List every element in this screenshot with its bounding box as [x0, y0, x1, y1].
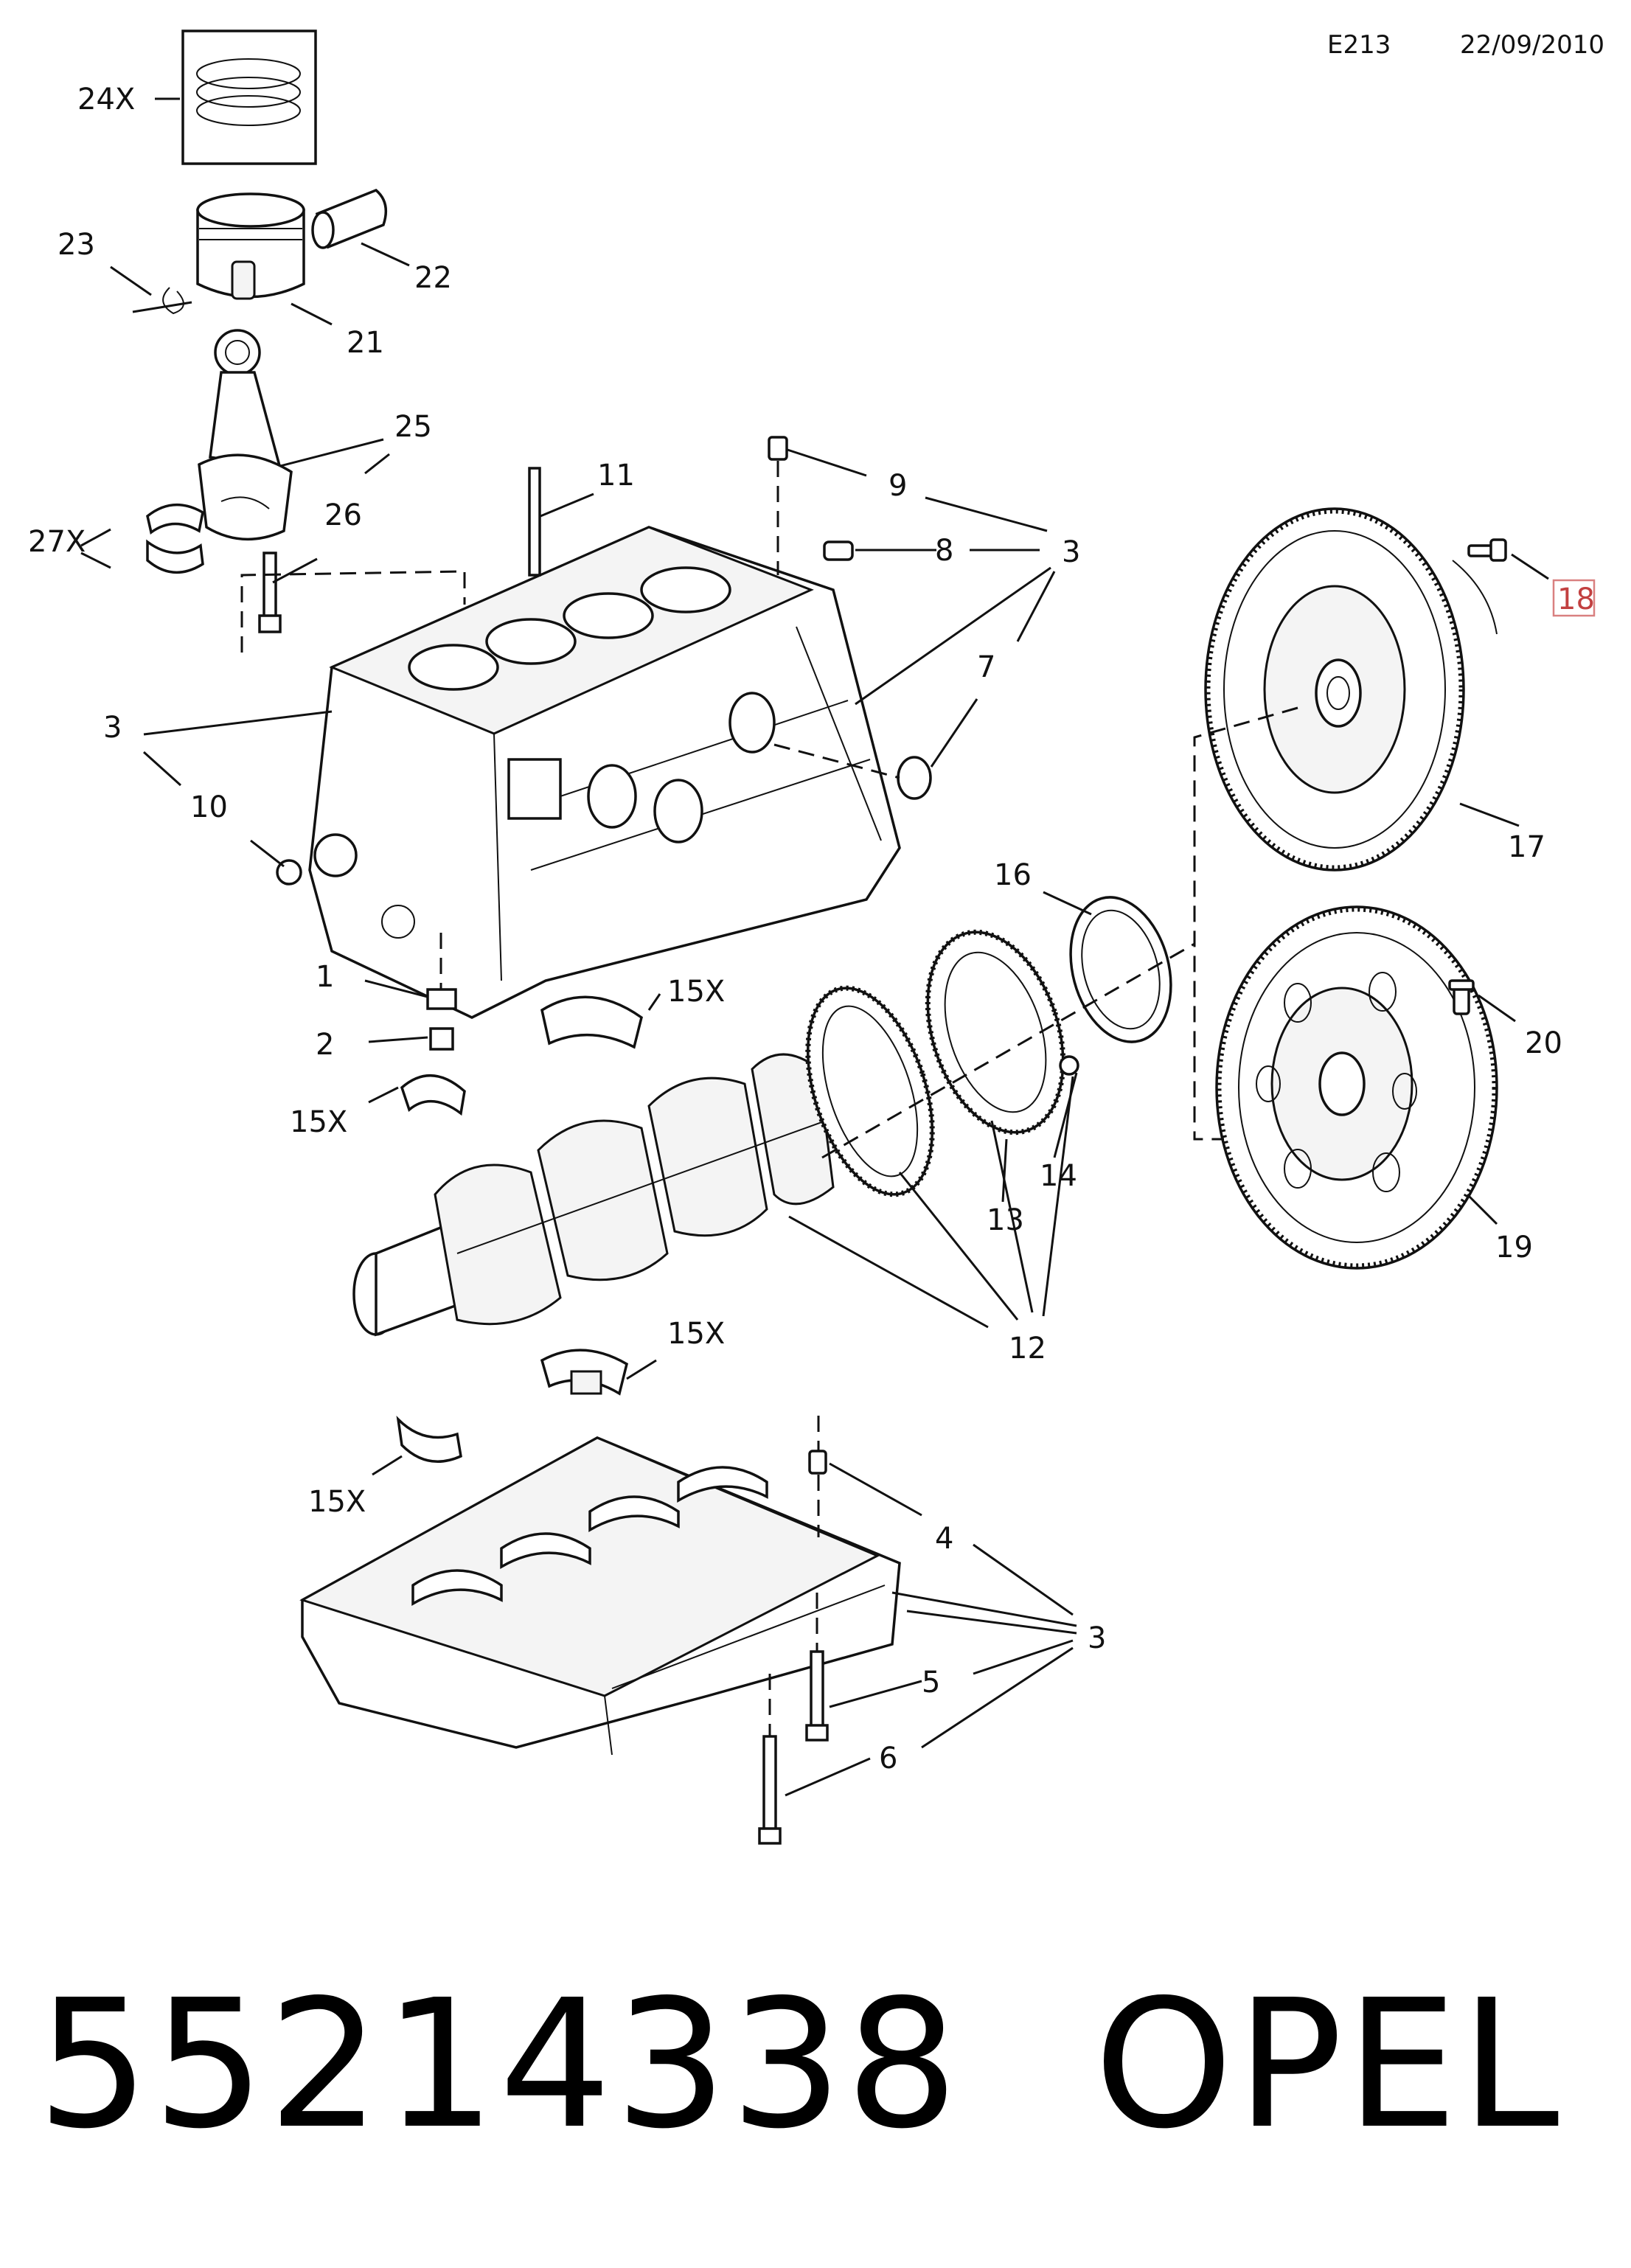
callout-20: 20	[1525, 1026, 1562, 1060]
callout-19: 19	[1495, 1231, 1533, 1265]
reluctor-ring-small-part	[925, 929, 1066, 1135]
oil-seal-part	[1069, 896, 1172, 1043]
callout-26: 26	[324, 498, 362, 532]
main-bearing-upper-part	[540, 995, 643, 1049]
rod-bearing-part	[146, 504, 204, 574]
diagram-date: 22/09/2010	[1460, 30, 1604, 60]
callout-10: 10	[190, 790, 228, 824]
callout-23: 23	[58, 228, 95, 262]
callout-21: 21	[347, 326, 384, 360]
crankshaft-part	[352, 1053, 835, 1337]
callout-18: 18	[1557, 582, 1595, 616]
callout-5: 5	[922, 1666, 940, 1700]
callout-24x: 24X	[77, 83, 135, 116]
flywheel-bolt-part	[1467, 538, 1507, 562]
callout-3-upper: 3	[1062, 535, 1080, 569]
callout-22: 22	[414, 261, 452, 295]
callout-15x-upper-right: 15X	[667, 975, 725, 1009]
piston-part	[196, 192, 305, 300]
callout-3-lower: 3	[1088, 1621, 1106, 1655]
callout-15x-lower-left: 15X	[308, 1485, 366, 1519]
rod-bolt-part	[258, 552, 282, 633]
brand-name: OPEL	[1093, 1961, 1562, 2168]
dual-mass-flywheel-part	[1204, 507, 1498, 872]
callout-2: 2	[316, 1028, 334, 1062]
bedplate-bolt-short-part	[805, 1593, 829, 1742]
callout-4: 4	[935, 1522, 953, 1556]
diagram-code: E213	[1327, 30, 1391, 60]
seal-part	[897, 756, 932, 800]
flexplate-bolt-part	[1448, 979, 1475, 1015]
flexplate-part	[1215, 905, 1498, 1270]
piston-pin-part	[311, 188, 388, 249]
plug-part	[823, 540, 854, 561]
callout-9: 9	[888, 469, 907, 503]
callout-27x: 27X	[28, 525, 86, 559]
callout-11: 11	[597, 459, 635, 493]
reluctor-ring-large-part	[805, 985, 935, 1197]
main-bearing-upper-lower-set-part	[540, 1349, 629, 1396]
callout-16: 16	[994, 858, 1032, 892]
callout-7: 7	[977, 650, 995, 684]
callout-15x-lower-right: 15X	[667, 1317, 725, 1351]
piston-clip-part	[162, 287, 184, 315]
callout-12: 12	[1009, 1332, 1046, 1366]
part-number: 55214338	[37, 1961, 961, 2168]
callout-1: 1	[316, 960, 334, 994]
callout-8: 8	[935, 534, 953, 568]
bracket-part	[426, 933, 457, 1051]
bedplate-bolt-long-part	[758, 1674, 782, 1845]
callout-3-block: 3	[103, 711, 122, 745]
callout-14: 14	[1040, 1159, 1077, 1193]
bedplate-part	[299, 1436, 901, 1756]
callout-18-highlight-box	[1552, 579, 1596, 617]
connecting-rod-part	[198, 329, 293, 541]
main-bearing-lower-part	[400, 1074, 466, 1116]
sleeve-part	[768, 436, 788, 575]
screw-part	[1059, 1055, 1079, 1076]
callout-13: 13	[987, 1203, 1024, 1237]
dowel-rod-part	[528, 467, 541, 577]
callout-17: 17	[1508, 830, 1545, 864]
callout-6: 6	[879, 1742, 897, 1775]
callout-15x-upper-left: 15X	[290, 1105, 347, 1139]
piston-rings-part	[181, 29, 317, 165]
main-bearing-cap-shell-part	[396, 1416, 462, 1463]
cylinder-block-part	[308, 526, 901, 1019]
callout-25: 25	[394, 410, 432, 444]
bedplate-sleeve-part	[808, 1416, 827, 1537]
